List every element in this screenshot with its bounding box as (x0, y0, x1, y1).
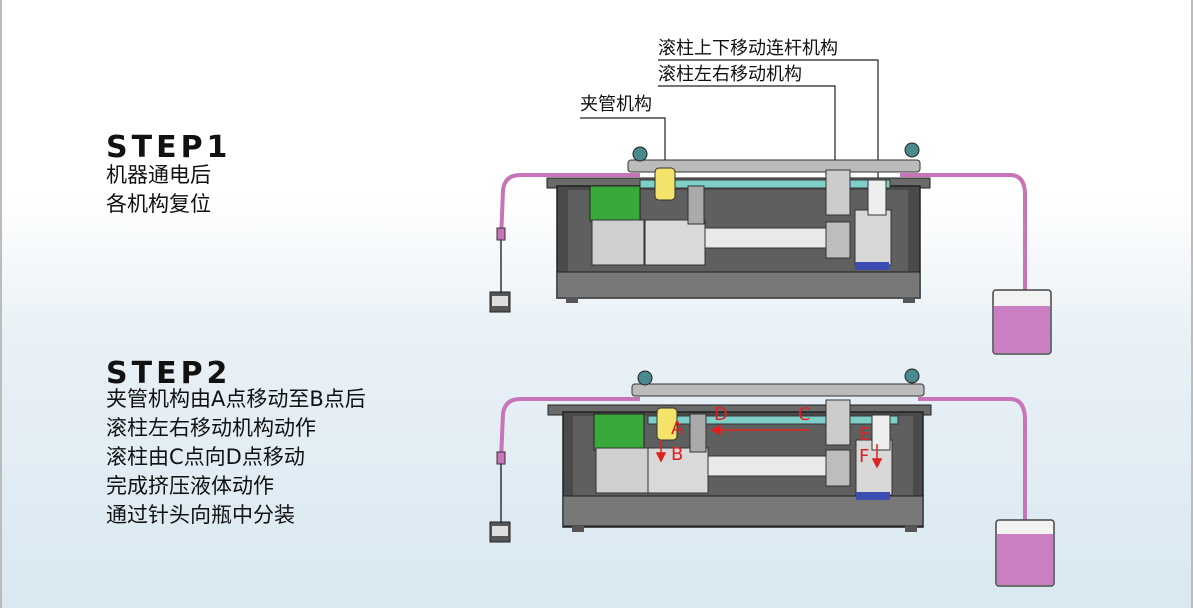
step1-line-2: 各机构复位 (106, 192, 211, 216)
point-C: C (798, 404, 811, 425)
step1-title: STEP1 (106, 130, 232, 165)
tube-right-1 (900, 173, 1027, 300)
tube-right-2 (918, 397, 1027, 526)
point-E: E (859, 424, 870, 445)
step2-line-5: 通过针头向瓶中分装 (106, 503, 295, 527)
step2-line-1: 夹管机构由A点移动至B点后 (106, 387, 366, 411)
step2-title: STEP2 (106, 356, 232, 391)
callout-leaders (580, 59, 879, 188)
point-D: D (714, 404, 728, 425)
callout-roller-horizontal: 滚柱左右移动机构 (658, 64, 802, 85)
tube-left-2 (499, 397, 640, 461)
step2-line-3: 滚柱由C点向D点移动 (106, 445, 305, 469)
point-A: A (671, 418, 684, 439)
clamp-1 (654, 167, 676, 201)
left-border (0, 0, 2, 608)
clamp-2 (656, 407, 678, 441)
right-border (1191, 0, 1193, 608)
motor-2 (593, 413, 645, 451)
rail-2 (647, 415, 899, 425)
roller-1 (825, 169, 851, 216)
roller-2 (825, 399, 851, 446)
liquid-2 (997, 534, 1053, 585)
tube-left-1 (499, 173, 640, 241)
point-F: F (859, 446, 869, 467)
machine-step2 (489, 368, 1055, 587)
motion-arrows (655, 424, 883, 469)
rail-1 (639, 179, 891, 189)
callout-clamp: 夹管机构 (580, 94, 652, 115)
step1-line-1: 机器通电后 (106, 163, 211, 187)
liquid-1 (994, 306, 1050, 353)
step2-line-2: 滚柱左右移动机构动作 (106, 416, 316, 440)
motor-1 (589, 185, 641, 222)
step2-line-4: 完成挤压液体动作 (106, 474, 274, 498)
machine-step1 (489, 142, 1052, 355)
point-B: B (671, 444, 683, 465)
callout-roller-vertical-link: 滚柱上下移动连杆机构 (658, 38, 838, 59)
